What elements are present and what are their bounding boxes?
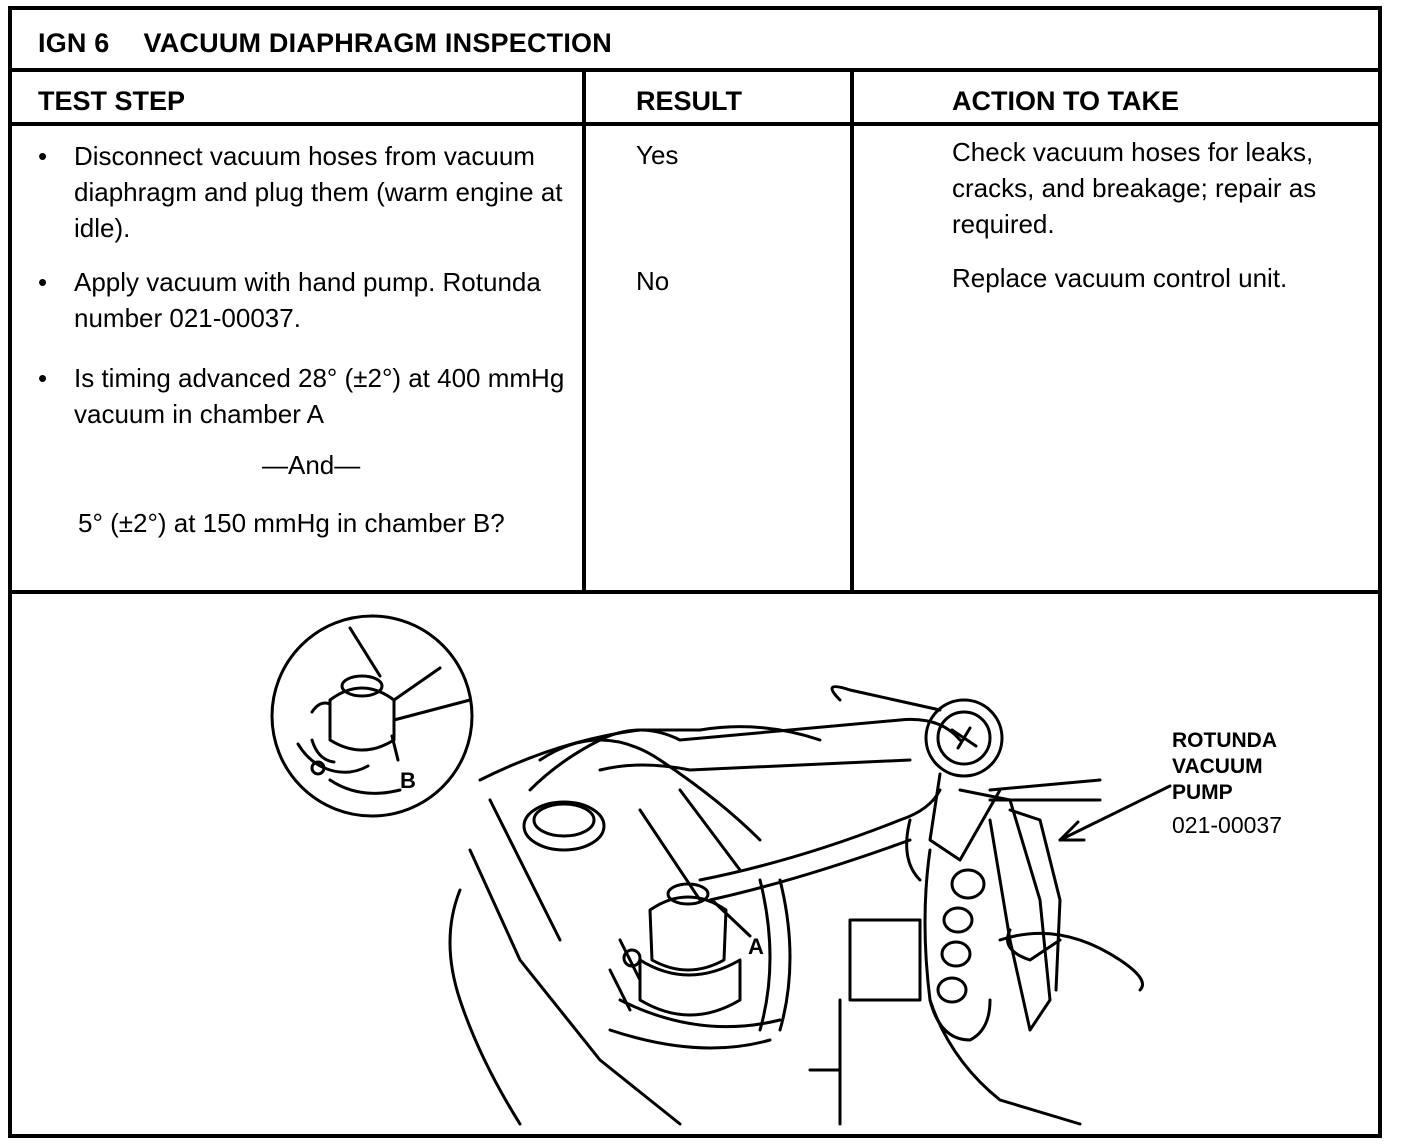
procedure-code: IGN 6: [38, 28, 110, 58]
test-step-text: Is timing advanced 28° (±2°) at 400 mmHg…: [74, 363, 565, 429]
test-step: • Is timing advanced 28° (±2°) at 400 mm…: [38, 360, 568, 432]
action-yes: Check vacuum hoses for leaks, cracks, an…: [952, 137, 1317, 239]
page-title: IGN 6 VACUUM DIAPHRAGM INSPECTION: [38, 28, 612, 59]
header-result: RESULT: [636, 86, 742, 116]
engine-block: [448, 725, 822, 1126]
test-step-text: Apply vacuum with hand pump. Rotunda num…: [74, 267, 541, 333]
bullet: •: [38, 363, 48, 393]
test-step-text: Disconnect vacuum hoses from vacuum diap…: [74, 141, 563, 243]
column-divider: [850, 72, 854, 594]
callout-arrowhead: [1058, 820, 1086, 842]
label-chamber-a: A: [748, 934, 764, 959]
hand: [808, 848, 1144, 1126]
header-row: TEST STEP RESULT ACTION TO TAKE: [12, 72, 1378, 126]
diaphragm-a: [608, 882, 782, 1050]
callout-label: ROTUNDA VACUUM PUMP: [1172, 728, 1302, 806]
label-chamber-b: B: [400, 768, 416, 793]
detail-inset: [270, 614, 474, 818]
action-no: Replace vacuum control unit.: [952, 263, 1288, 293]
and-separator: —And—: [262, 450, 361, 480]
table-bottom-border: [12, 590, 1378, 594]
column-divider: [582, 72, 586, 594]
result-yes: Yes: [636, 140, 679, 170]
inset-diaphragm: [296, 626, 472, 795]
header-test-step: TEST STEP: [38, 86, 186, 116]
title-row: IGN 6 VACUUM DIAPHRAGM INSPECTION: [12, 10, 1378, 72]
callout-part-number: 021-00037: [1172, 812, 1282, 838]
test-step: • Apply vacuum with hand pump. Rotunda n…: [38, 264, 568, 336]
result-no: No: [636, 266, 670, 296]
test-step: • Disconnect vacuum hoses from vacuum di…: [38, 138, 568, 246]
inspection-chart: IGN 6 VACUUM DIAPHRAGM INSPECTION TEST ST…: [8, 6, 1382, 1138]
vacuum-pump: [905, 698, 1062, 1032]
header-action: ACTION TO TAKE: [952, 86, 1179, 116]
vacuum-hoses: [528, 685, 1102, 1032]
callout-arrow: [1058, 784, 1172, 842]
callout-label-text: ROTUNDA VACUUM PUMP: [1172, 729, 1277, 804]
test-step-continuation: 5° (±2°) at 150 mmHg in chamber B?: [78, 508, 505, 538]
bullet: •: [38, 267, 48, 297]
bullet: •: [38, 141, 48, 171]
procedure-title: VACUUM DIAPHRAGM INSPECTION: [143, 28, 612, 58]
